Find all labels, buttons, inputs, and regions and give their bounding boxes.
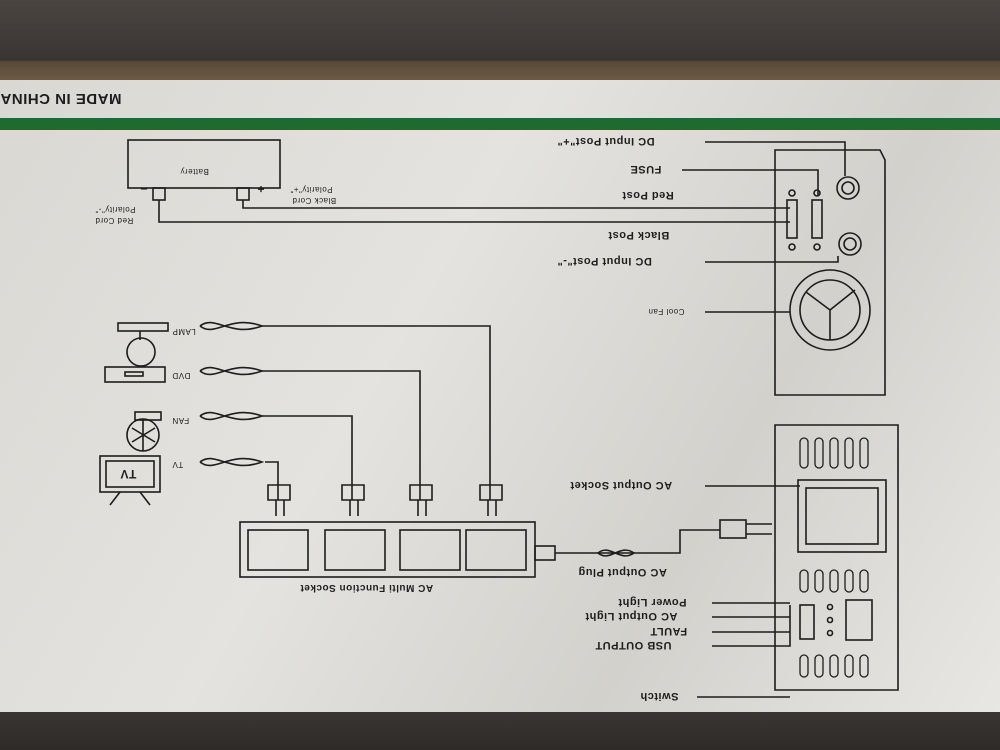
green-band — [0, 118, 1000, 130]
black-post-label: Black Post — [608, 229, 670, 241]
fuse-1 — [786, 199, 798, 239]
switch-label: Switch — [640, 690, 679, 702]
ac-light-label: AC Output Light — [585, 610, 678, 622]
fuse-label: FUSE — [630, 163, 662, 175]
tv-icon — [99, 455, 161, 506]
socket-strip-label: AC Multi Function Socket — [300, 582, 434, 593]
cool-fan — [789, 269, 871, 351]
usb-label: USB OUTPUT — [595, 639, 672, 651]
battery-plus-sign: + — [257, 182, 265, 196]
ac-output-socket — [797, 479, 887, 553]
cool-fan-label: Cool Fan — [648, 307, 685, 316]
vent-slots — [799, 437, 869, 678]
appliance-cords — [199, 321, 503, 516]
black-cord-label: Black Cord — [292, 196, 337, 205]
lamp-label: LAMP — [172, 327, 196, 336]
dvd-icon — [104, 366, 166, 383]
black-cord — [242, 200, 790, 209]
fan-label: FAN — [172, 416, 190, 425]
inverter-front — [774, 424, 899, 691]
box-panel — [0, 80, 1000, 712]
ac-output-plug — [555, 529, 720, 554]
black-polarity-label: Polarity"+" — [290, 185, 333, 194]
tv-label: TV — [172, 460, 184, 469]
ac-socket-label: AC Output Socket — [570, 479, 673, 491]
fuse-2 — [811, 199, 823, 239]
usb-port — [799, 604, 815, 640]
ac-plug-label: AC Output Plug — [578, 566, 667, 578]
dvd-label: DVD — [172, 371, 191, 380]
power-switch — [845, 599, 873, 641]
red-polarity-label: Polarity"-" — [95, 205, 136, 214]
fan-icon — [126, 411, 162, 452]
battery-label: Battery — [180, 167, 209, 176]
made-in-label: MADE IN CHINA — [0, 90, 122, 107]
battery-plus-terminal — [236, 187, 250, 201]
tv-screen-text: TV — [120, 467, 137, 481]
battery — [127, 139, 281, 189]
dc-minus-post — [838, 232, 862, 256]
battery-minus-sign: − — [140, 182, 148, 196]
power-light-label: Power Light — [618, 596, 687, 608]
red-cord-label: Red Cord — [95, 216, 134, 225]
lamp-icon — [117, 322, 169, 367]
dc-minus-label: DC Input Post"-" — [557, 255, 652, 267]
dc-plus-label: DC Input Post"+" — [557, 135, 655, 147]
red-cord — [158, 200, 790, 223]
battery-minus-terminal — [152, 187, 166, 201]
dc-plus-post — [836, 176, 860, 200]
fault-label: FAULT — [650, 625, 688, 637]
inverter-back — [774, 149, 886, 396]
red-post-label: Red Post — [622, 189, 674, 201]
